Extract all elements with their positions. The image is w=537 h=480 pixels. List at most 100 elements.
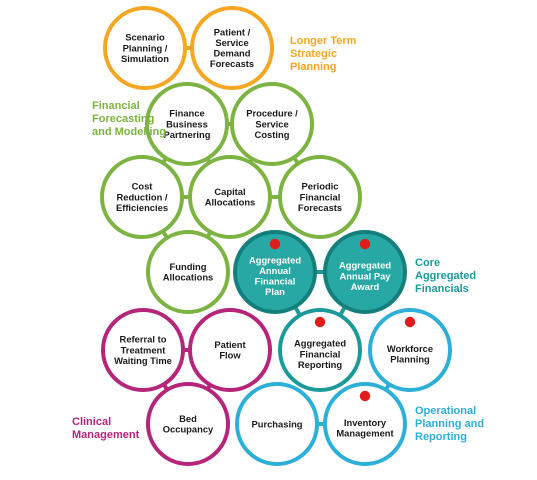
node-label-line: Referral to: [120, 334, 167, 345]
node-label-line: Funding: [170, 261, 207, 272]
node-label-line: Forecasts: [210, 58, 254, 69]
node-label-line: Award: [351, 281, 380, 292]
group-label-line: Financial: [92, 100, 140, 112]
group-label-line: Financials: [415, 283, 469, 295]
red-marker-icon: [314, 316, 326, 328]
node-label-line: Aggregated: [339, 260, 391, 271]
node-circle: [368, 308, 452, 392]
node-circle: [190, 6, 274, 90]
red-marker-icon: [359, 238, 371, 250]
node-label-line: Demand: [214, 48, 251, 59]
node-label-line: Purchasing: [251, 418, 302, 429]
node-label-line: Annual: [259, 265, 291, 276]
group-label-line: Longer Term: [290, 35, 357, 47]
node-label-line: Planning /: [123, 42, 168, 53]
group-label-line: Strategic: [290, 48, 337, 60]
node-circle: [145, 82, 229, 166]
node-label-line: Patient: [214, 339, 245, 350]
node-label-line: Costing: [255, 129, 290, 140]
node-label-line: Financial: [255, 276, 296, 287]
node-label-line: Occupancy: [163, 424, 214, 435]
group-label-line: Clinical: [72, 416, 111, 428]
node-label-line: Allocations: [163, 272, 214, 283]
node-label-line: Scenario: [125, 32, 165, 43]
node-label-line: Capital: [214, 186, 245, 197]
node-label-line: Periodic: [302, 181, 339, 192]
node-label-line: Aggregated: [249, 254, 301, 265]
node-circle: [146, 382, 230, 466]
group-label-line: Operational: [415, 405, 476, 417]
node-label-line: Financial: [300, 191, 341, 202]
group-label-line: Aggregated: [415, 270, 476, 282]
node-label-line: Allocations: [205, 197, 256, 208]
group-label-line: Planning: [290, 61, 336, 73]
node-circle: [103, 6, 187, 90]
group-label-line: Core: [415, 257, 440, 269]
node-label-line: Efficiencies: [116, 202, 168, 213]
node-label-line: Procedure /: [246, 108, 298, 119]
node-label-line: Forecasts: [298, 202, 342, 213]
node-circle: [230, 82, 314, 166]
group-label-line: Reporting: [415, 431, 467, 443]
red-marker-icon: [269, 238, 281, 250]
node-label-line: Patient /: [214, 26, 251, 37]
node-label-line: Aggregated: [294, 338, 346, 349]
node-circle: [278, 155, 362, 239]
node-label-line: Service: [255, 118, 288, 129]
red-marker-icon: [404, 316, 416, 328]
node-circle: [323, 230, 407, 314]
node-label-line: Service: [215, 37, 248, 48]
node-circle: [188, 155, 272, 239]
node-circle: [100, 155, 184, 239]
node-label-line: Reduction /: [116, 191, 167, 202]
node-label-line: Inventory: [344, 417, 387, 428]
node-circle: [278, 308, 362, 392]
node-circle: [101, 308, 185, 392]
node-label-line: Treatment: [121, 344, 166, 355]
node-label-line: Cost: [132, 181, 153, 192]
group-label-line: and Modelling: [92, 126, 166, 138]
node-label-line: Reporting: [298, 359, 343, 370]
node-circle: [188, 308, 272, 392]
node-circle: [235, 382, 319, 466]
node-circle: [323, 382, 407, 466]
node-label-line: Bed: [179, 413, 197, 424]
red-marker-icon: [359, 390, 371, 402]
node-circle: [233, 230, 317, 314]
node-label-line: Management: [336, 428, 393, 439]
